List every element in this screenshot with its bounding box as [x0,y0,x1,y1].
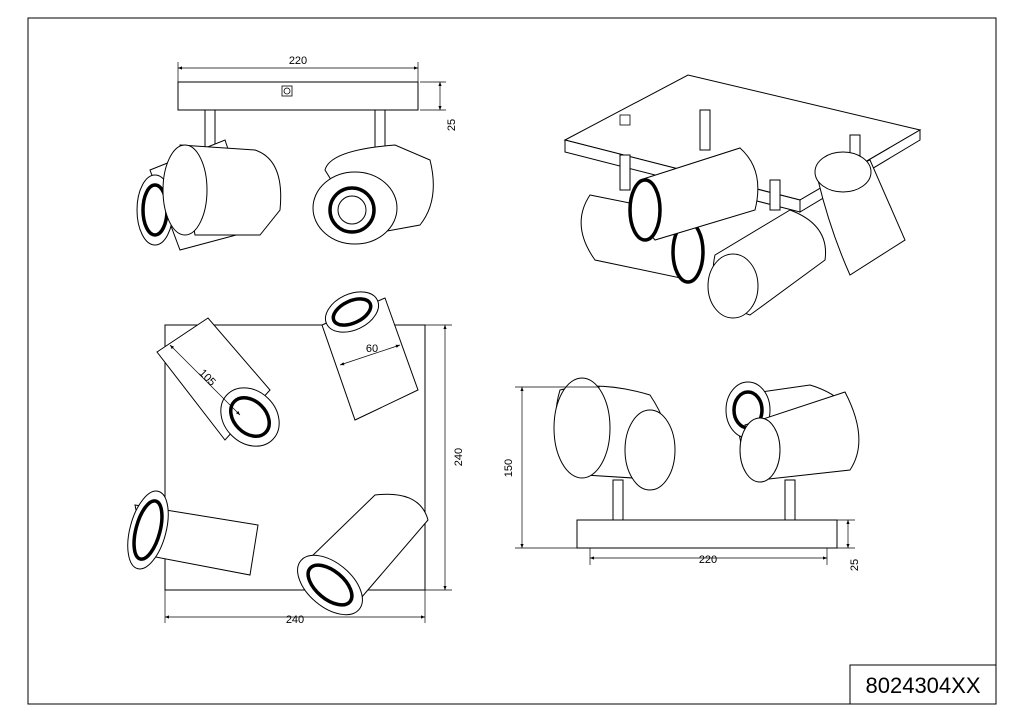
dim-top-height: 240 [453,448,465,466]
dim-top-lamp-diameter: 60 [366,343,378,355]
dim-line-lamp-length [169,344,241,416]
product-code: 8024304XX [866,673,981,698]
dim-front-width: 220 [289,55,307,67]
dim-side-width: 220 [699,554,717,566]
dim-line-lamp-diameter [339,344,401,366]
top-view: 105 60 240 240 [127,291,465,626]
front-plate-screw [281,85,293,97]
iso-spot-front-right [707,209,827,319]
dim-side-plate-height: 25 [849,559,861,571]
side-spot-right [725,381,860,483]
front-stem-right [374,109,386,151]
front-spot-left-front [162,144,282,236]
dim-front-plate-height: 25 [446,119,458,131]
isometric-view [563,74,922,319]
side-view: 150 220 25 [503,377,861,571]
front-ceiling-plate [177,81,419,111]
iso-spot-center [628,147,759,242]
dim-side-height: 150 [503,459,515,477]
front-view: 220 25 [136,55,458,251]
side-spot-left [553,377,676,491]
top-spot-bottom-left [127,490,259,576]
drawing-frame [27,17,997,705]
dim-top-width: 240 [286,614,304,626]
front-stem-left [204,109,216,151]
top-spot-bottom-right [297,493,429,616]
side-ceiling-plate [576,519,838,549]
front-spot-right [312,144,434,245]
product-code-box [849,664,997,705]
iso-spot-back-right [814,151,906,276]
